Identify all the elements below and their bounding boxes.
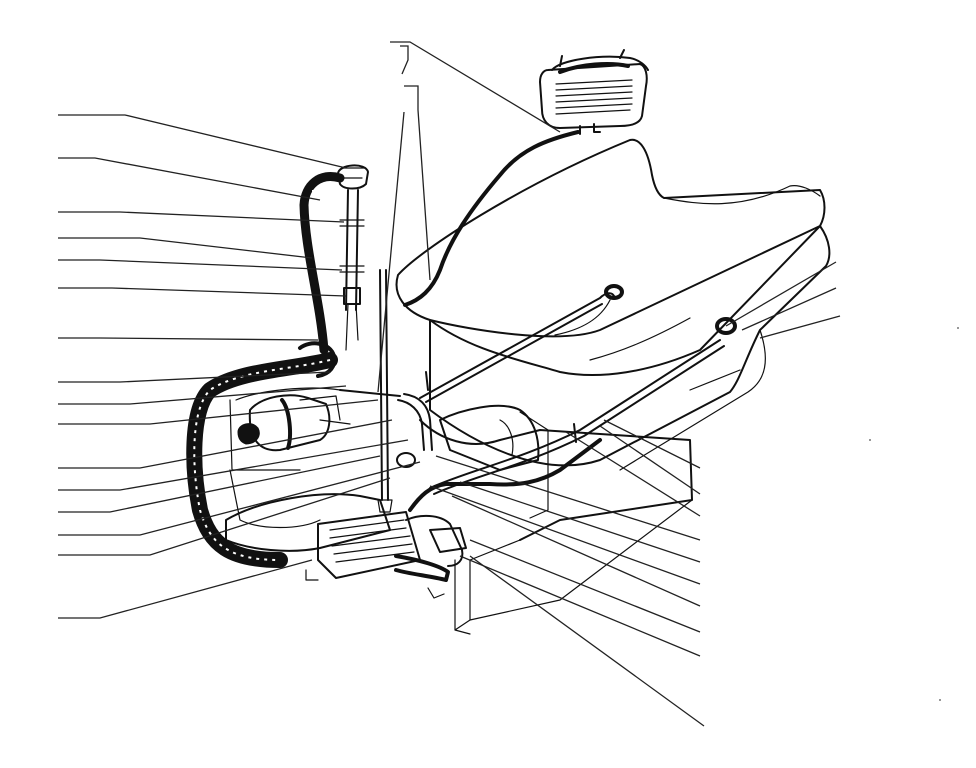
scan-speck bbox=[957, 327, 959, 329]
leader-line-top bbox=[404, 85, 431, 281]
leader-line-upper-right bbox=[725, 261, 837, 327]
leader-line-left bbox=[58, 337, 319, 341]
leader-line-right bbox=[451, 495, 701, 607]
seat-fold-line bbox=[554, 299, 691, 361]
fuel-line-upper-2 bbox=[425, 303, 603, 403]
leader-line-right bbox=[429, 485, 701, 585]
seat-bracket-detail bbox=[499, 411, 549, 519]
rear-seat-cushion-top bbox=[663, 185, 821, 205]
heater-end-cap bbox=[237, 423, 260, 445]
heater-unit bbox=[539, 49, 649, 135]
seat-side-panel bbox=[619, 329, 766, 471]
leader-line-right bbox=[603, 419, 701, 469]
heat-exchanger-ducting bbox=[186, 341, 338, 568]
fuel-line-fitting-upper bbox=[604, 284, 624, 300]
heater-top-bracket bbox=[551, 49, 649, 71]
filler-standpipe bbox=[345, 189, 359, 311]
fuel-line-upper bbox=[419, 292, 615, 399]
leader-line-left bbox=[58, 114, 347, 169]
leader-line-upper-right bbox=[759, 315, 841, 339]
heater-fins bbox=[555, 79, 633, 115]
leader-line-left bbox=[58, 461, 421, 536]
heater-cylinder bbox=[248, 394, 331, 452]
leader-lines-top bbox=[377, 41, 561, 393]
filler-cap-knurl bbox=[341, 167, 365, 179]
leader-line-left bbox=[58, 477, 391, 556]
leader-lines-right bbox=[429, 419, 705, 727]
leader-line-left bbox=[58, 419, 393, 469]
vent-hose bbox=[299, 172, 345, 355]
leader-line-left bbox=[58, 385, 347, 405]
leader-line-left bbox=[58, 455, 381, 513]
leader-line-left bbox=[58, 237, 313, 259]
exhaust-hanger bbox=[305, 569, 445, 599]
leader-line-left bbox=[58, 259, 343, 271]
heater-pipe-crossover bbox=[339, 389, 401, 397]
leader-line-left bbox=[58, 287, 347, 297]
leader-line-top bbox=[377, 111, 405, 393]
standpipe-sleeve bbox=[343, 287, 361, 305]
drain-pipe-tip bbox=[377, 499, 393, 513]
vehicle-body-outline bbox=[395, 138, 831, 635]
standpipe-lower bbox=[345, 303, 359, 351]
grommet-fitting bbox=[396, 452, 416, 468]
exhaust-bracket bbox=[405, 514, 464, 567]
filler-cap bbox=[337, 164, 369, 190]
leader-line-top bbox=[390, 41, 561, 133]
leader-line-upper-right bbox=[741, 287, 837, 331]
scan-speck bbox=[939, 699, 941, 701]
floor-pan-lower bbox=[469, 499, 693, 621]
heater-frame bbox=[229, 387, 341, 529]
floor-pan-edge bbox=[419, 419, 693, 541]
fuel-line-fitting-lower bbox=[715, 317, 737, 335]
exhaust-tube bbox=[225, 493, 391, 552]
vent-hose-highlight bbox=[312, 190, 318, 220]
exhaust-assembly bbox=[225, 438, 602, 599]
leader-line-left bbox=[58, 559, 313, 619]
fuel-line-lower-2 bbox=[433, 345, 725, 495]
leader-line-left bbox=[58, 157, 321, 201]
scan-speck bbox=[869, 439, 871, 441]
heater-clip bbox=[558, 62, 630, 74]
combustion-heater bbox=[229, 387, 351, 529]
exhaust-clamp bbox=[429, 527, 467, 553]
fuel-line-clips bbox=[425, 371, 577, 443]
fuel-filler-assembly bbox=[299, 164, 369, 355]
leader-line-right bbox=[469, 539, 701, 633]
leader-line-right bbox=[599, 425, 701, 495]
muffler-body bbox=[317, 511, 421, 579]
leader-line-right bbox=[459, 555, 701, 657]
leader-lines-upper-right bbox=[725, 261, 841, 339]
drain-pipe bbox=[379, 269, 389, 501]
heater-feed-pipe bbox=[403, 130, 580, 307]
leader-line-left bbox=[58, 399, 379, 425]
leader-line-right bbox=[459, 481, 701, 563]
outlet-hose bbox=[408, 438, 602, 512]
seat-bracket bbox=[439, 404, 540, 471]
rear-seat-cushion bbox=[429, 225, 831, 467]
floor-rail bbox=[454, 559, 471, 635]
standpipe-clamps bbox=[339, 219, 365, 273]
tailpipe bbox=[394, 554, 450, 582]
muffler-grill bbox=[329, 519, 415, 563]
heater-pipe-elbow bbox=[397, 393, 433, 451]
leader-lines-left bbox=[58, 114, 421, 619]
leader-line-right bbox=[565, 431, 701, 517]
heater-outlet-stub bbox=[579, 123, 601, 135]
leader-line-left bbox=[58, 371, 331, 383]
heater-band bbox=[280, 398, 292, 450]
leader-line-left bbox=[58, 211, 345, 223]
leader-line-right bbox=[435, 455, 701, 541]
rear-seat-back bbox=[395, 138, 826, 338]
leader-line-left bbox=[58, 439, 409, 491]
heater-housing bbox=[539, 63, 648, 129]
large-duct-hose bbox=[186, 352, 338, 568]
leader-line-right bbox=[469, 555, 705, 727]
leader-line-top bbox=[400, 45, 409, 75]
